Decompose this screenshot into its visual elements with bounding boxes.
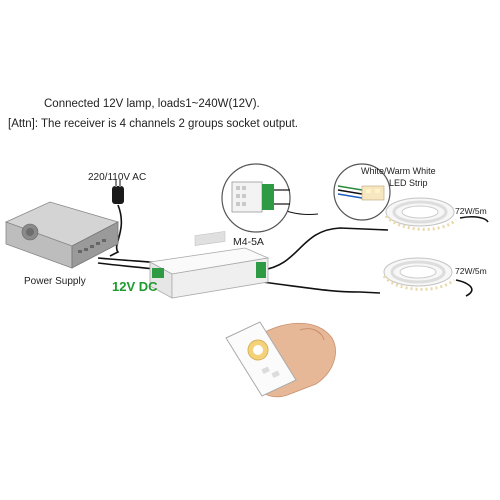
strip-type-label-line1: White/Warm White xyxy=(361,166,436,176)
receiver-model-label: M4-5A xyxy=(233,236,264,248)
led-strip-reel-1 xyxy=(384,197,457,231)
strip2-wattage-label: 72W/5m xyxy=(455,266,487,276)
strip-type-label-line2: LED Strip xyxy=(389,178,428,188)
strip-connector-callout xyxy=(333,163,391,221)
wire-to-strip1-end xyxy=(459,215,489,223)
output-wire-2 xyxy=(261,281,381,294)
terminal-detail-callout xyxy=(221,163,291,233)
output-wire-1 xyxy=(261,227,389,271)
power-supply-icon xyxy=(4,201,120,269)
dc-output-label: 12V DC xyxy=(112,279,158,294)
strip1-wattage-label: 72W/5m xyxy=(455,206,487,216)
ac-cord xyxy=(109,204,123,257)
led-strip-reel-2 xyxy=(382,257,455,291)
caption-attention-note: [Attn]: The receiver is 4 channels 2 gro… xyxy=(8,118,299,130)
power-supply-label: Power Supply xyxy=(24,276,86,287)
receiver-icon xyxy=(148,231,270,299)
ac-input-label: 220/110V AC xyxy=(88,172,147,183)
caption-load-info: Connected 12V lamp, loads1~240W(12V). xyxy=(44,98,260,110)
ac-plug-icon xyxy=(112,180,124,204)
remote-control-icon xyxy=(225,321,336,398)
wire-to-strip2-end xyxy=(455,279,473,297)
